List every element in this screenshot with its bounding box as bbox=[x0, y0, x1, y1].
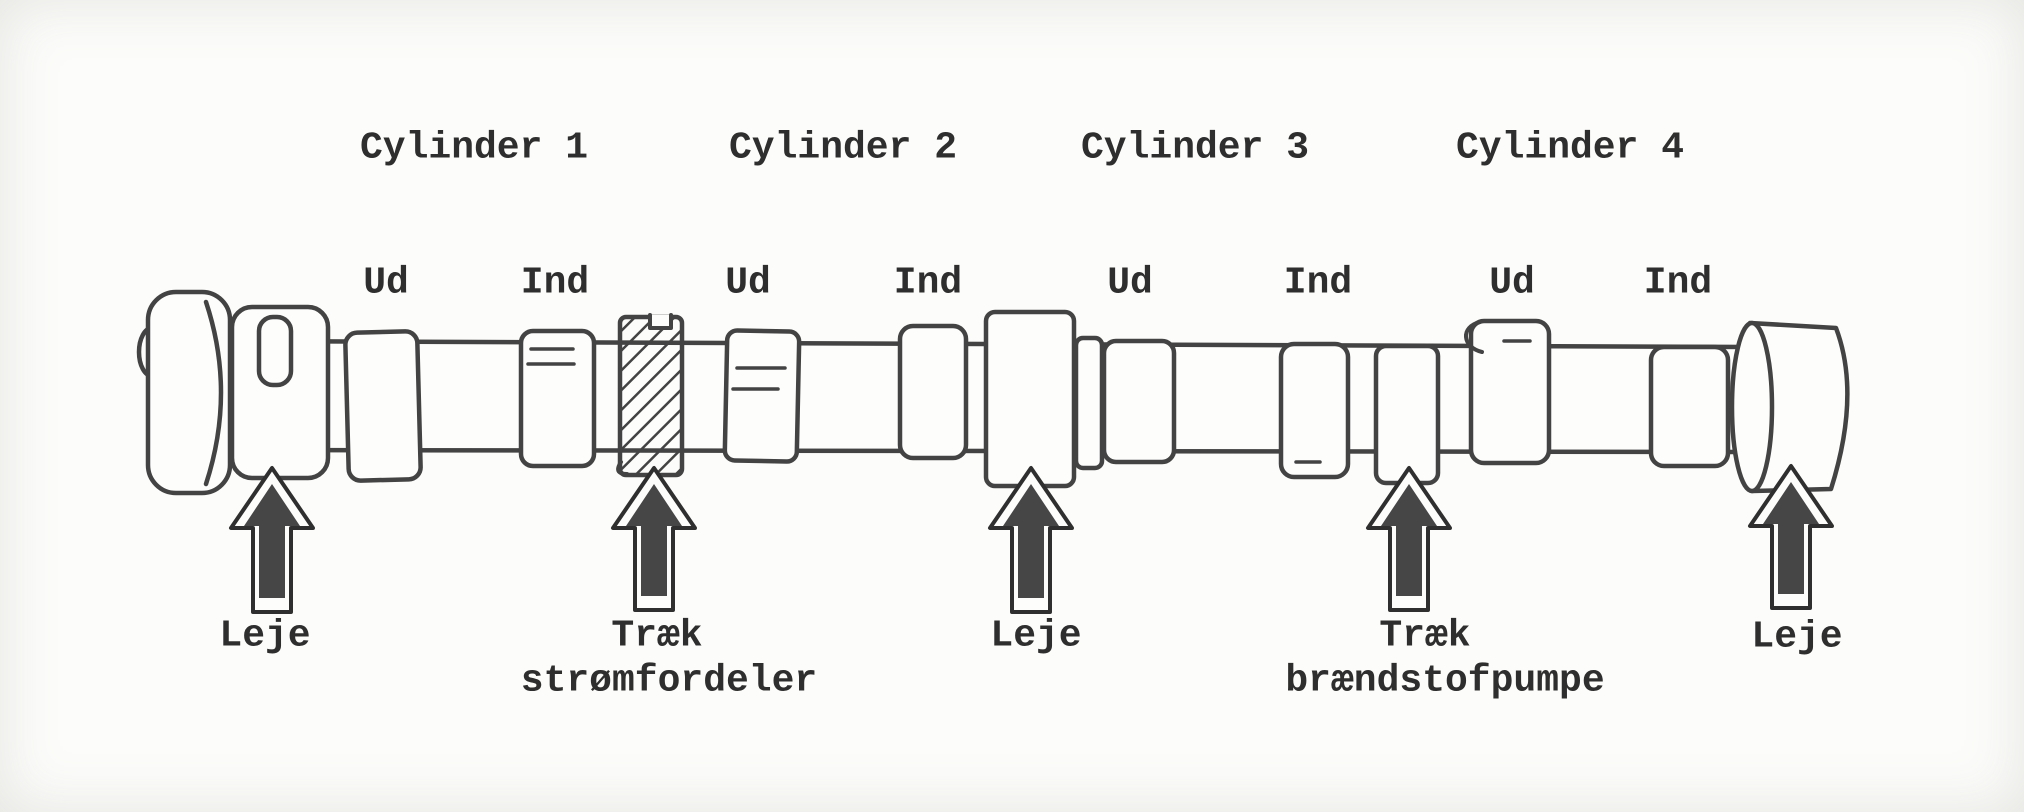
cam-lobe-ud-1 bbox=[343, 329, 423, 483]
cam-label-ud-4: Ud bbox=[1489, 261, 1535, 305]
distributor-drive-gear bbox=[616, 313, 685, 478]
cam-label-ud-1: Ud bbox=[363, 261, 409, 305]
front-flange bbox=[145, 289, 233, 496]
callout-arrows bbox=[229, 464, 1834, 614]
callout-leje-3: Leje bbox=[1751, 615, 1843, 659]
cam-label-ud-2: Ud bbox=[725, 261, 771, 305]
callout-leje-2: Leje bbox=[990, 614, 1082, 658]
cam-lobe-ud-3 bbox=[1101, 338, 1177, 465]
cam-lobe-ind-3 bbox=[1278, 341, 1351, 480]
cam-label-ind-4: Ind bbox=[1643, 261, 1713, 305]
cam-label-ind-1: Ind bbox=[520, 261, 590, 305]
cam-lobe-ind-1 bbox=[518, 328, 597, 469]
callout-traek-1: Træk bbox=[611, 614, 703, 658]
up-arrow-icon-braendstofpumpe bbox=[1366, 466, 1452, 612]
callout-braendstofpumpe: brændstofpumpe bbox=[1285, 659, 1605, 703]
bearing-journal-3 bbox=[1729, 320, 1850, 494]
cam-label-ind-2: Ind bbox=[893, 261, 963, 305]
cam-lobe-ind-4 bbox=[1648, 344, 1731, 469]
cylinder-4-label: Cylinder 4 bbox=[1455, 126, 1685, 170]
cam-lobe-ud-2 bbox=[722, 328, 802, 464]
up-arrow-icon-leje-2 bbox=[988, 466, 1074, 614]
callout-traek-2: Træk bbox=[1379, 614, 1471, 658]
cylinder-3-label: Cylinder 3 bbox=[1080, 126, 1310, 170]
cam-lobe-ind-2 bbox=[897, 323, 969, 461]
callout-stromfordeler: strømfordeler bbox=[520, 659, 818, 703]
callout-leje-1: Leje bbox=[219, 614, 311, 658]
up-arrow-icon-leje-3 bbox=[1748, 464, 1834, 610]
bearing-journal-2 bbox=[983, 309, 1077, 489]
cam-label-ud-3: Ud bbox=[1107, 261, 1153, 305]
cam-label-ind-3: Ind bbox=[1283, 261, 1353, 305]
cam-lobe-ud-4 bbox=[1464, 318, 1552, 466]
shaft-collar bbox=[1073, 335, 1105, 471]
up-arrow-icon-stromfordeler bbox=[611, 466, 697, 612]
fuel-pump-cam bbox=[1373, 343, 1441, 486]
cylinder-1-label: Cylinder 1 bbox=[359, 126, 589, 170]
bearing-journal-1 bbox=[229, 304, 331, 481]
cylinder-2-label: Cylinder 2 bbox=[728, 126, 958, 170]
keyway-slot bbox=[256, 314, 294, 388]
up-arrow-icon-leje-1 bbox=[229, 466, 315, 614]
